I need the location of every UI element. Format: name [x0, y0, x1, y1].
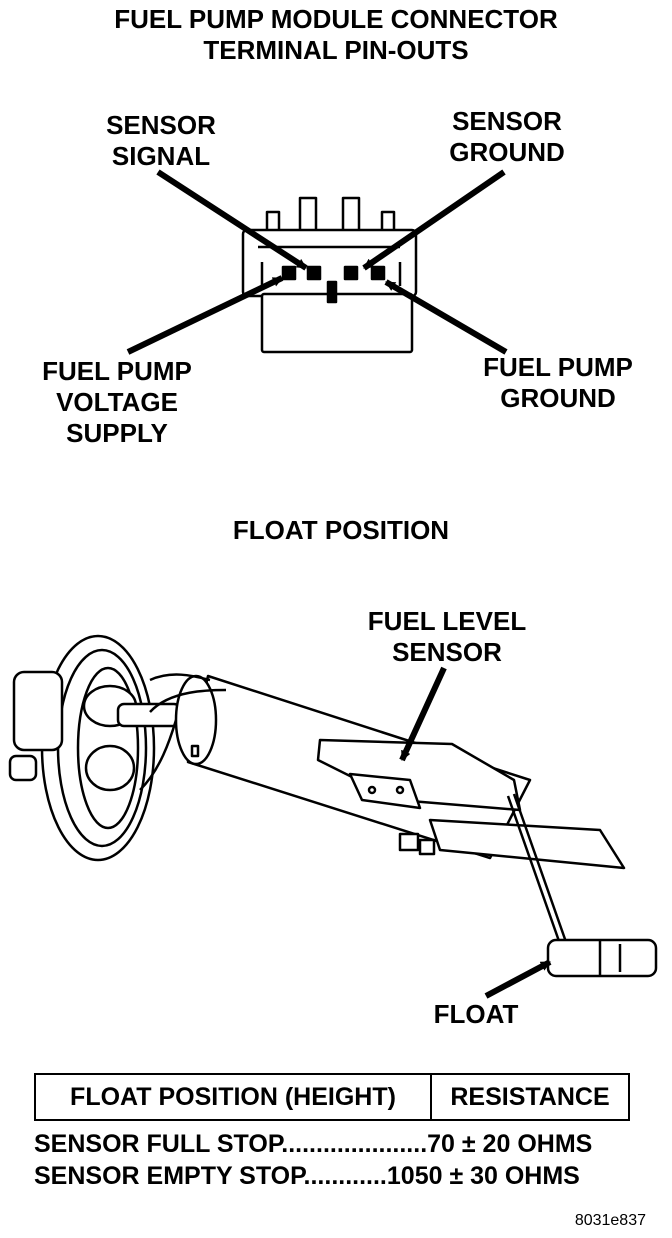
pump-ground-arrow	[384, 279, 508, 355]
float-arrow	[484, 959, 552, 999]
figure-id: 8031e837	[574, 1212, 646, 1229]
fuel-level-sensor-arrow	[399, 666, 447, 762]
sensor-ground-arrow	[362, 169, 506, 271]
title-line-2: TERMINAL PIN-OUTS	[203, 35, 469, 65]
label-sensor-ground: SENSOR GROUND	[449, 106, 565, 167]
label-sensor-signal: SENSOR SIGNAL	[106, 110, 216, 171]
pump-voltage-arrow	[126, 275, 284, 355]
label-float: FLOAT	[433, 999, 519, 1029]
title-line-1: FUEL PUMP MODULE CONNECTOR	[114, 4, 558, 34]
table-row-full-stop: SENSOR FULL STOP.....................70 …	[34, 1130, 593, 1158]
label-fuel-level-sensor: FUEL LEVEL SENSOR	[367, 606, 527, 667]
resistance-table-header: FLOAT POSITION (HEIGHT) RESISTANCE	[34, 1073, 630, 1121]
diagram-title: FUEL PUMP MODULE CONNECTOR TERMINAL PIN-…	[0, 4, 672, 66]
table-header-resistance: RESISTANCE	[450, 1082, 610, 1111]
table-header-float-position: FLOAT POSITION (HEIGHT)	[36, 1075, 432, 1119]
float-position-heading: FLOAT POSITION	[232, 515, 450, 545]
label-fuel-pump-ground: FUEL PUMP GROUND	[483, 352, 633, 413]
connector-drawing	[241, 196, 418, 354]
table-row-empty-stop: SENSOR EMPTY STOP............1050 ± 30 O…	[34, 1162, 580, 1190]
label-fuel-pump-voltage-supply: FUEL PUMP VOLTAGE SUPPLY	[42, 356, 192, 448]
sensor-signal-arrow	[156, 169, 308, 271]
fuel-pump-module-drawing	[8, 634, 658, 978]
